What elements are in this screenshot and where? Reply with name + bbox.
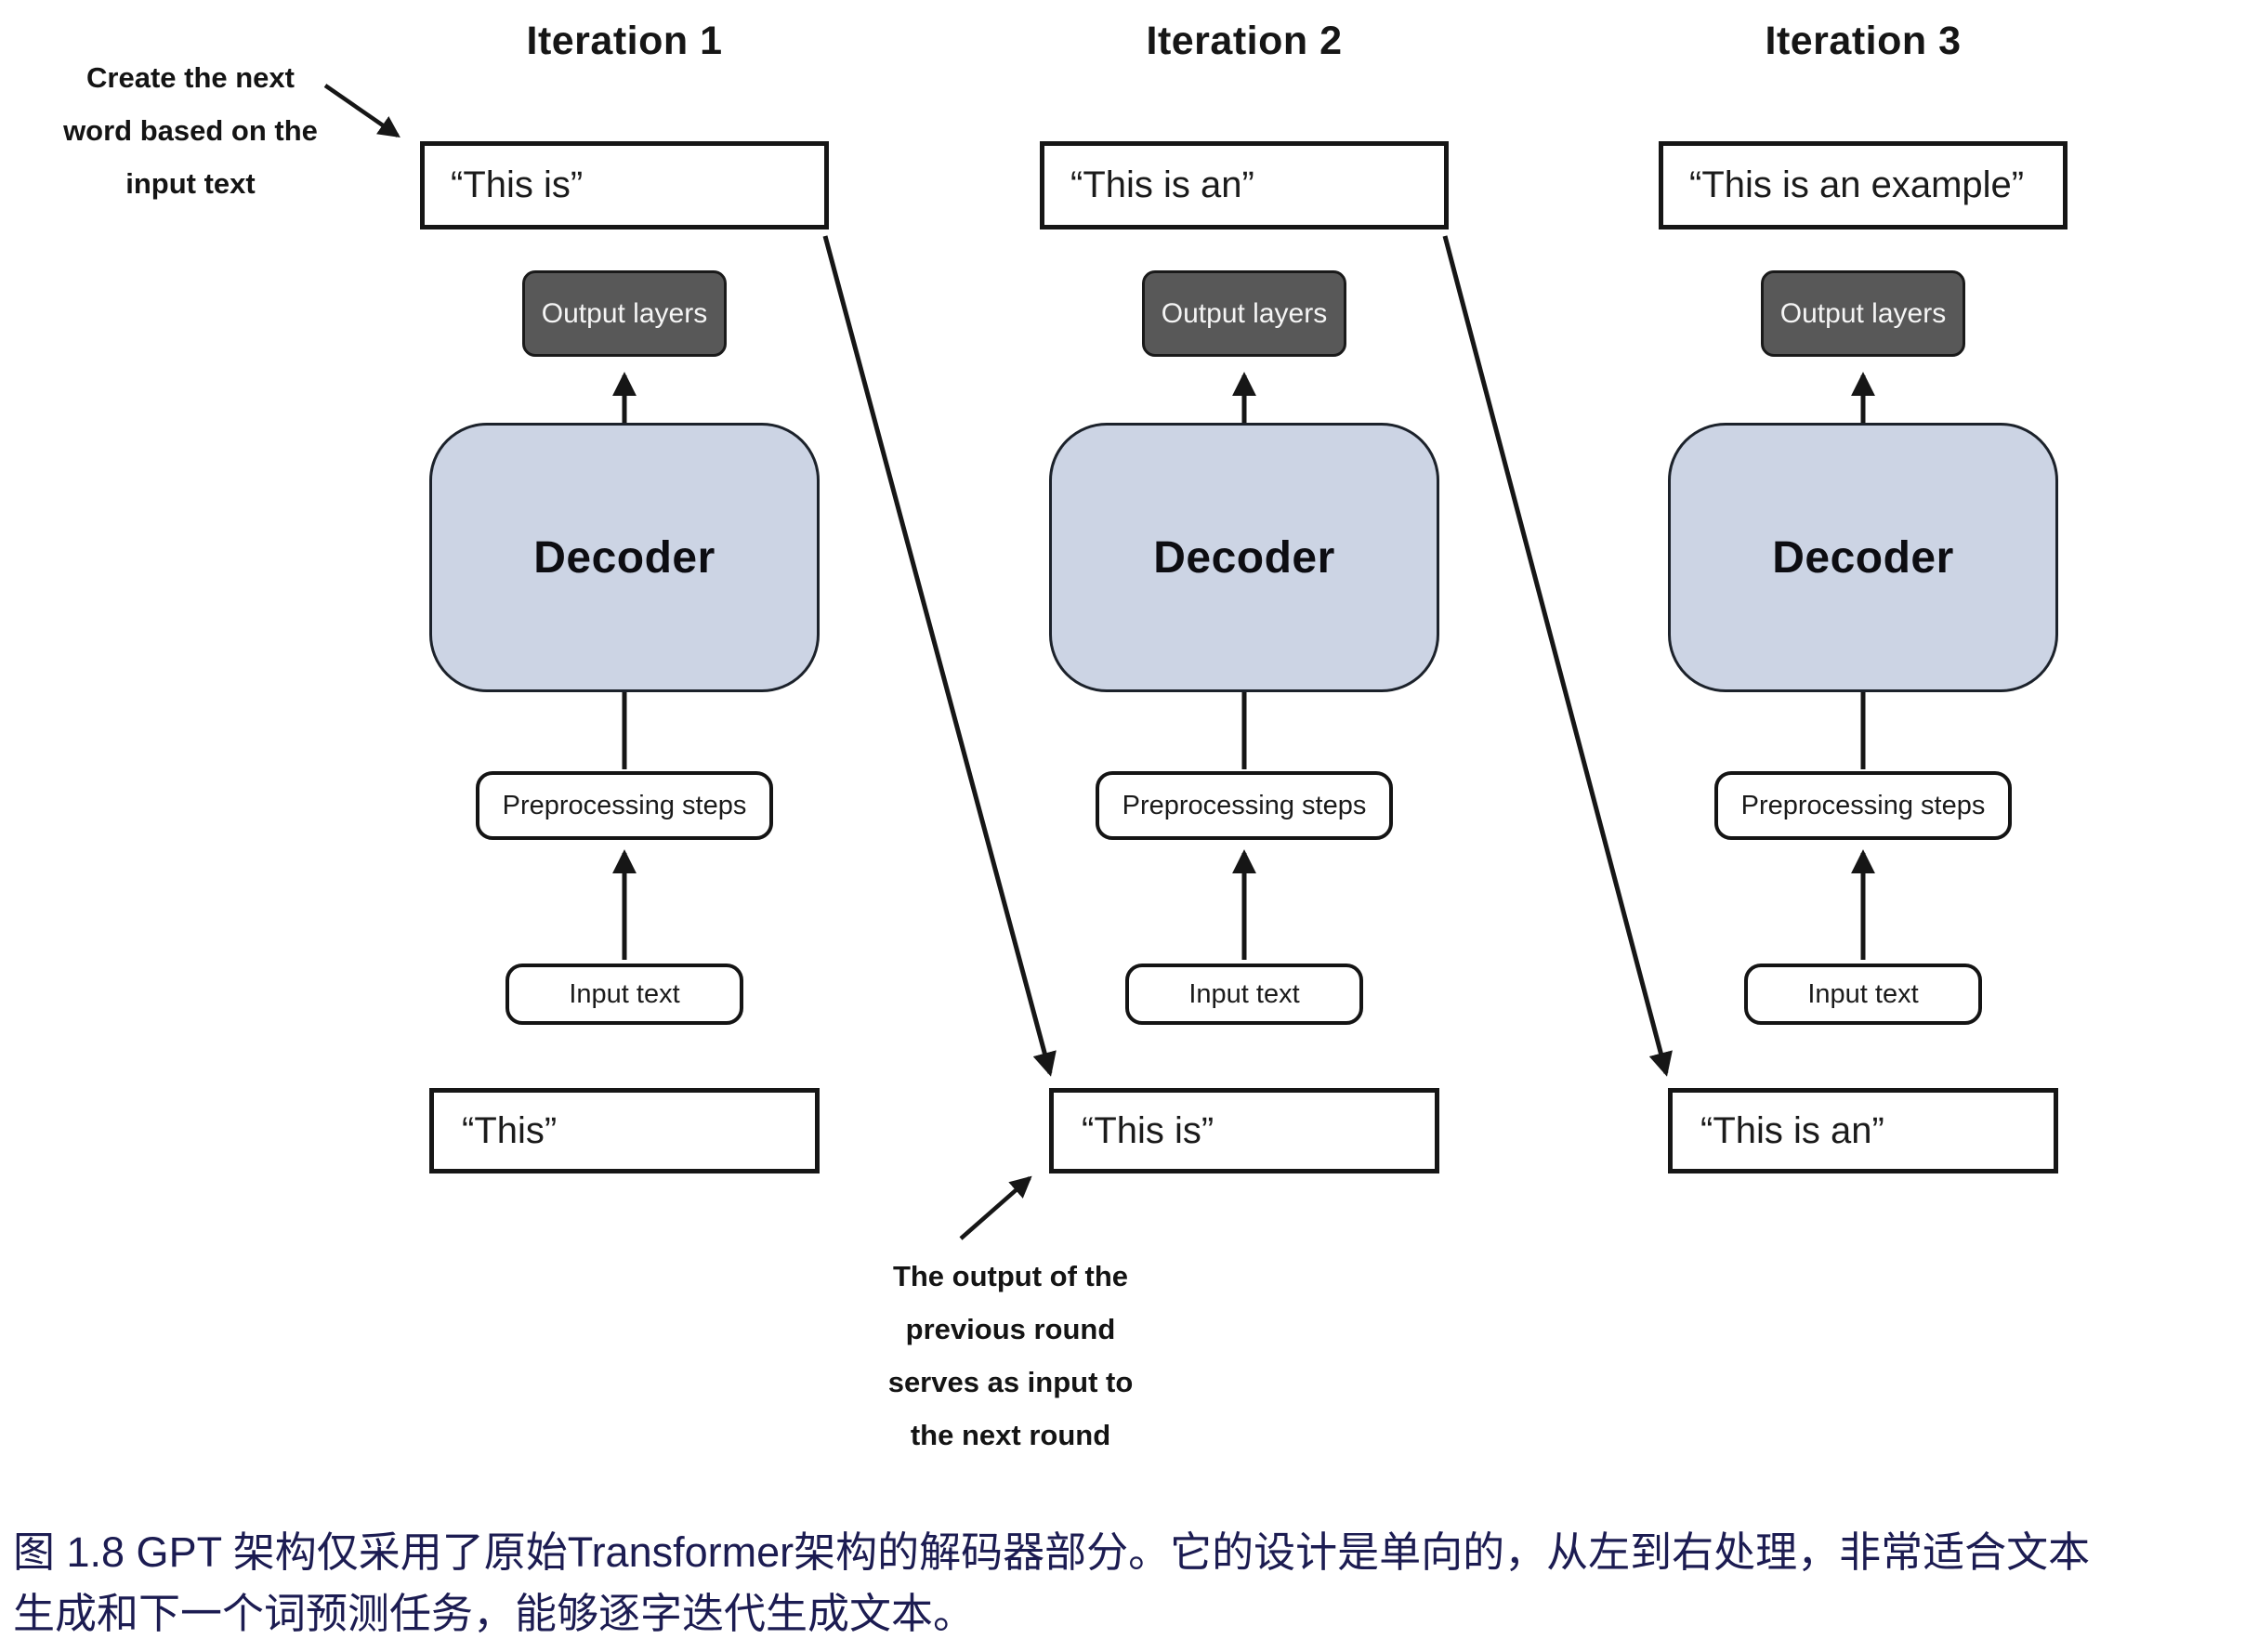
input-text-label-1: Input text <box>569 978 680 1009</box>
input-text-box-3: Input text <box>1744 964 1982 1025</box>
input-string-3: “This is an” <box>1700 1109 1884 1151</box>
preprocessing-steps-label-2: Preprocessing steps <box>1122 790 1367 820</box>
output-layers-box-3: Output layers <box>1761 270 1965 357</box>
generated-text-box-2: “This is an” <box>1040 141 1449 229</box>
annotation-line: serves as input to <box>887 1366 1134 1398</box>
annotation-line: input text <box>125 167 256 200</box>
annotation-arrow-output-feeds-next <box>959 1175 1032 1240</box>
annotation-line: The output of the <box>892 1260 1129 1292</box>
figure-caption: 图 1.8 GPT 架构仅采用了原始Transformer架构的解码器部分。它的… <box>13 1522 2252 1645</box>
generated-text-3: “This is an example” <box>1689 164 2025 205</box>
decoder-label-2: Decoder <box>1153 532 1335 583</box>
generated-text-box-1: “This is” <box>420 141 829 229</box>
input-string-1: “This” <box>462 1109 558 1151</box>
annotation-output-feeds-next: The output of the previous round serves … <box>836 1250 1185 1462</box>
arrow-output1-to-input2 <box>822 235 1057 1077</box>
annotation-line: previous round <box>905 1313 1116 1345</box>
preprocessing-steps-label-3: Preprocessing steps <box>1740 790 1986 820</box>
iteration-title-3: Iteration 3 <box>1765 19 1962 63</box>
input-text-box-2: Input text <box>1125 964 1363 1025</box>
decoder-box-1: Decoder <box>429 423 820 692</box>
preprocessing-steps-box-3: Preprocessing steps <box>1714 771 2012 840</box>
output-layers-label-3: Output layers <box>1779 297 1947 329</box>
input-string-box-1: “This” <box>429 1088 820 1173</box>
arrow-output2-to-input3 <box>1442 235 1673 1077</box>
input-text-label-2: Input text <box>1188 978 1300 1009</box>
iteration-title-1: Iteration 1 <box>526 19 723 63</box>
annotation-line: Create the next <box>86 61 295 94</box>
decoder-label-3: Decoder <box>1772 532 1954 583</box>
output-layers-box-2: Output layers <box>1142 270 1346 357</box>
output-layers-box-1: Output layers <box>522 270 727 357</box>
annotation-create-next-word: Create the next word based on the input … <box>23 51 358 210</box>
annotation-line: word based on the <box>63 114 318 147</box>
annotation-line: the next round <box>910 1419 1111 1451</box>
generated-text-2: “This is an” <box>1070 164 1254 205</box>
input-text-box-1: Input text <box>505 964 743 1025</box>
iteration-title-2: Iteration 2 <box>1146 19 1343 63</box>
preprocessing-steps-label-1: Preprocessing steps <box>502 790 747 820</box>
preprocessing-steps-box-1: Preprocessing steps <box>476 771 773 840</box>
input-string-box-2: “This is” <box>1049 1088 1439 1173</box>
output-layers-label-2: Output layers <box>1161 297 1328 329</box>
figure-caption-line-1: 图 1.8 GPT 架构仅采用了原始Transformer架构的解码器部分。它的… <box>13 1528 2091 1576</box>
decoder-box-3: Decoder <box>1668 423 2058 692</box>
figure-caption-line-2: 生成和下一个词预测任务，能够逐字迭代生成文本。 <box>13 1590 976 1637</box>
input-text-label-3: Input text <box>1807 978 1919 1009</box>
input-string-2: “This is” <box>1082 1109 1214 1151</box>
decoder-box-2: Decoder <box>1049 423 1439 692</box>
preprocessing-steps-box-2: Preprocessing steps <box>1096 771 1393 840</box>
input-string-box-3: “This is an” <box>1668 1088 2058 1173</box>
generated-text-1: “This is” <box>451 164 584 205</box>
decoder-label-1: Decoder <box>533 532 715 583</box>
output-layers-label-1: Output layers <box>541 297 708 329</box>
generated-text-box-3: “This is an example” <box>1659 141 2068 229</box>
